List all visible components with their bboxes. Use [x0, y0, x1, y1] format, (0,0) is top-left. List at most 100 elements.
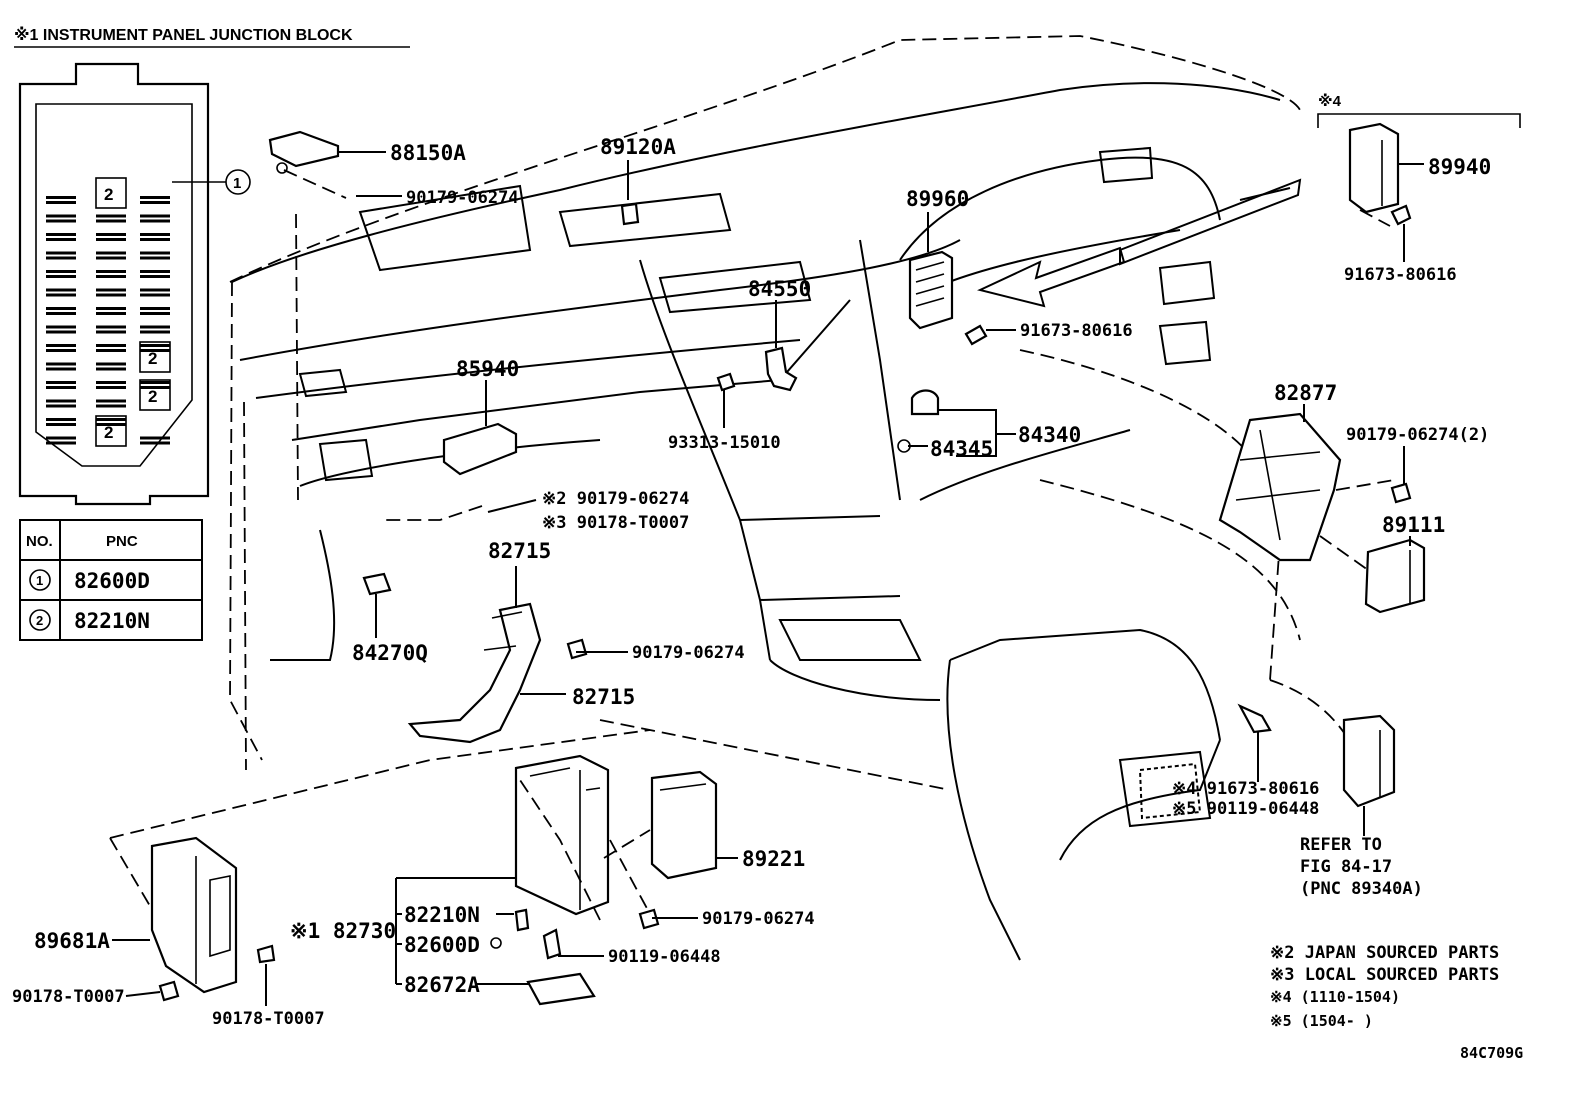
fuse-slot: [46, 196, 76, 199]
pnc-table: NO. PNC 1 82600D 2 82210N: [19, 519, 203, 641]
part-89120a-clip: [620, 202, 640, 226]
fuse-slot: [96, 418, 126, 421]
fuse-slot: [46, 418, 76, 421]
notes: ※2 JAPAN SOURCED PARTS ※3 LOCAL SOURCED …: [1270, 943, 1523, 1062]
fuse-slot: [46, 381, 76, 384]
part-82715: [407, 602, 542, 744]
label-s3-90178-t0007: ※3 90178-T0007: [542, 513, 689, 533]
svg-text:2: 2: [148, 349, 157, 368]
label-s4-91673-80616: ※4 91673-80616: [1172, 779, 1319, 799]
label-89940: 89940: [1428, 155, 1491, 179]
fuse-slot: [46, 307, 76, 310]
fuse-slot: [96, 367, 126, 371]
label-82715-b: 82715: [572, 685, 635, 709]
table-row-no: 2: [36, 613, 43, 628]
fuse-slot: [46, 330, 76, 334]
fuse-slot: [140, 293, 170, 297]
fuse-slot: [96, 307, 126, 310]
label-89111: 89111: [1382, 513, 1445, 537]
fuse-slot: [96, 238, 126, 241]
fuse-slot: [140, 233, 170, 236]
label-93313-15010: 93313-15010: [668, 433, 781, 453]
table-row-pnc: 82600D: [74, 569, 150, 593]
fuse-slot: [96, 325, 126, 329]
fuse-slot: [140, 312, 170, 315]
fuse-slot: [46, 288, 76, 292]
fuse-slot: [46, 256, 76, 260]
fuse-slot: [46, 275, 76, 278]
label-89681a: 89681A: [34, 929, 110, 953]
label-82715: 82715: [488, 539, 551, 563]
label-s5-90119-06448: ※5 90119-06448: [1172, 799, 1319, 819]
fuse-slot: [46, 362, 76, 366]
fuse-slot: [140, 196, 170, 199]
fuse-slot: [46, 436, 76, 440]
junction-block-inner: [35, 103, 193, 467]
label-90179-06274: 90179-06274: [406, 188, 519, 208]
fuse-slot: [96, 270, 126, 273]
fuse-slot: [96, 288, 126, 292]
fuse-slots: [46, 196, 170, 445]
fuse-slot: [140, 201, 170, 204]
fuse-slot: [96, 275, 126, 278]
fuse-slot: [140, 344, 170, 347]
callout-circle-1: [225, 169, 251, 195]
fuse-slot: [46, 441, 76, 445]
label-82600d: 82600D: [404, 933, 480, 957]
label-90178-t0007: 90178-T0007: [12, 987, 125, 1007]
note-line: ※2 JAPAN SOURCED PARTS: [1270, 943, 1499, 963]
part-89111: [1364, 538, 1426, 614]
fuse-slot: [140, 238, 170, 241]
inset-title: ※1 INSTRUMENT PANEL JUNCTION BLOCK: [14, 26, 353, 44]
label-84270q: 84270Q: [352, 641, 428, 665]
fuse-slot: [46, 367, 76, 371]
fuse-slot: [96, 214, 126, 218]
fuse-slot: [46, 201, 76, 204]
fuse-slot: [140, 441, 170, 445]
table-row-no: 1: [36, 573, 43, 588]
fuse-slot: [140, 386, 170, 389]
fuse-slot: [96, 399, 126, 403]
label-90179-06274-c: 90179-06274: [632, 643, 745, 663]
label-85940: 85940: [456, 357, 519, 381]
label-89120a: 89120A: [600, 135, 676, 159]
fuse-slot: [96, 423, 126, 426]
fuse-slot: [96, 251, 126, 255]
fuse-slot: [46, 386, 76, 389]
label-89960: 89960: [906, 187, 969, 211]
part-82672a: [526, 972, 596, 1006]
label-84550: 84550: [748, 277, 811, 301]
label-84340: 84340: [1018, 423, 1081, 447]
table-header-pnc: PNC: [106, 533, 138, 550]
fuse-slot: [96, 256, 126, 260]
label-82672a: 82672A: [404, 973, 480, 997]
table-header-no: NO.: [26, 533, 53, 550]
fuse-slot: [96, 233, 126, 236]
fuse-slot: [96, 349, 126, 352]
fuse-slot: [96, 330, 126, 334]
fuse-slot: [46, 312, 76, 315]
label-88150a: 88150A: [390, 141, 466, 165]
dashboard-body: [231, 82, 1302, 961]
fuse-slot: [140, 214, 170, 218]
fuse-slot: [46, 251, 76, 255]
fuse-slot: [96, 386, 126, 389]
label-90179-06274-2: 90179-06274(2): [1346, 425, 1489, 445]
label-91673-80616-b: 91673-80616: [1344, 265, 1457, 285]
fuse-slot: [140, 381, 170, 384]
label-90178-t0007-b: 90178-T0007: [212, 1009, 325, 1029]
fuse-slot: [96, 344, 126, 347]
note-line: ※5 (1504- ): [1270, 1012, 1373, 1030]
fuse-slot: [140, 330, 170, 334]
part-88150a: [268, 130, 340, 168]
part-89221: [650, 770, 718, 880]
part-84340: [910, 389, 940, 416]
fuse-slot: [140, 270, 170, 273]
label-91673-80616: 91673-80616: [1020, 321, 1133, 341]
part-89940: [1348, 122, 1400, 214]
leader-lines: [112, 113, 1521, 1006]
label-89221: 89221: [742, 847, 805, 871]
fuse-slot: [96, 404, 126, 408]
parts: [150, 122, 1426, 1006]
